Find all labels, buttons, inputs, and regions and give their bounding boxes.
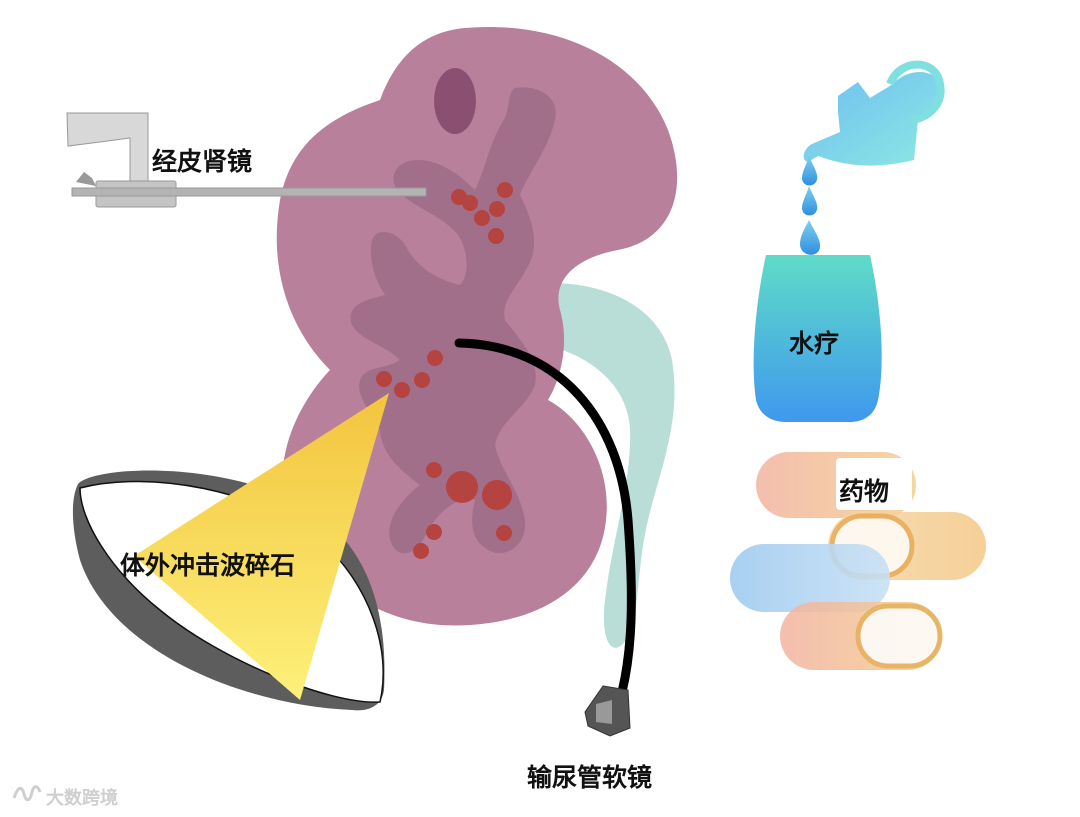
wave-logo-icon <box>12 784 42 809</box>
shock-wave-cone <box>134 393 389 700</box>
kidney-stones <box>376 182 513 559</box>
water-drop-icon <box>802 186 818 216</box>
stone <box>426 524 442 540</box>
stone <box>474 210 490 226</box>
stone <box>446 471 478 503</box>
renal-pelvis <box>350 87 556 554</box>
stone <box>376 371 392 387</box>
label-percutaneous-nephroscopy: 经皮肾镜 <box>152 147 253 176</box>
ureter <box>520 282 675 648</box>
kettle-handle <box>886 60 945 124</box>
water-therapy <box>753 60 945 422</box>
shock-wave-lithotripter <box>72 393 389 711</box>
stone <box>427 350 443 366</box>
drug-label-box <box>836 458 912 510</box>
stone <box>426 462 442 478</box>
kidney-upper-cavity <box>434 68 476 134</box>
flexible-ureteroscope <box>454 338 636 737</box>
stone <box>489 201 505 217</box>
label-flexible-ureteroscopy: 输尿管软镜 <box>527 763 653 792</box>
stone <box>488 228 504 244</box>
nephroscope-handle <box>66 112 149 184</box>
ureteroscope-head-shine <box>596 700 612 724</box>
nephroscope-rod <box>71 187 427 197</box>
watermark: 大数跨境 <box>12 784 118 810</box>
water-drop-icon <box>802 156 818 186</box>
stone <box>496 525 512 541</box>
kettle-icon <box>803 71 942 166</box>
stone <box>394 382 410 398</box>
label-hydrotherapy: 水疗 <box>789 329 840 358</box>
nephroscope-tip-knob <box>76 172 96 186</box>
capsule-blue <box>730 544 890 612</box>
stone <box>462 195 478 211</box>
ureteroscope-cable <box>454 338 636 697</box>
stone <box>482 480 512 510</box>
label-medication: 药物 <box>839 477 890 506</box>
nephroscope <box>66 112 427 208</box>
stone <box>414 372 430 388</box>
label-shock-wave-lithotripsy: 体外冲击波碎石 <box>120 551 296 580</box>
capsule-orange-bottom-outline <box>855 603 943 669</box>
watermark-text: 大数跨境 <box>46 788 118 809</box>
water-cup-icon <box>753 255 882 422</box>
stone <box>413 543 429 559</box>
stone <box>497 182 513 198</box>
water-drop-icon <box>800 220 821 255</box>
medication-pills <box>730 452 986 670</box>
